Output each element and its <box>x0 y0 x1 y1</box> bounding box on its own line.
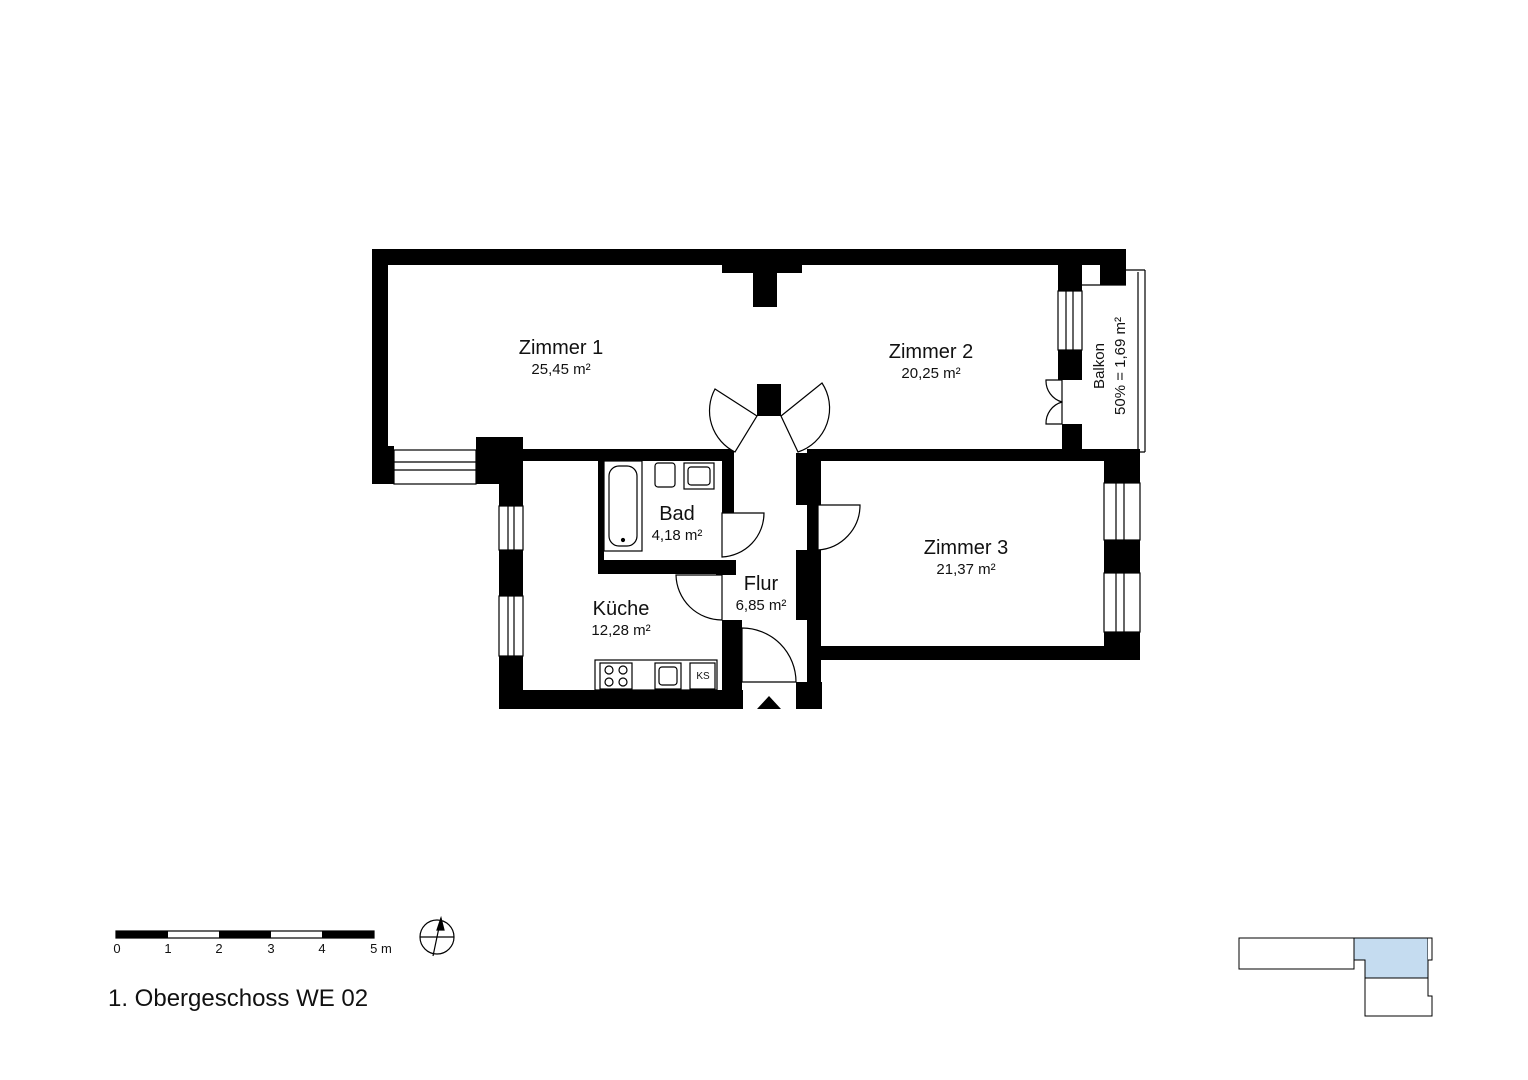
room-name-zimmer-1: Zimmer 1 <box>519 337 603 359</box>
room-area-zimmer-3: 21,37 m² <box>936 561 995 578</box>
room-area-flur: 6,85 m² <box>736 597 787 614</box>
scale-bar <box>115 930 375 939</box>
room-name-bad: Bad <box>659 503 695 525</box>
room-name-kueche: Küche <box>593 598 650 620</box>
washbasin <box>683 462 715 490</box>
walls <box>372 249 1140 709</box>
room-area-bad: 4,18 m² <box>652 527 703 544</box>
kitchen-counter <box>594 659 718 691</box>
room-name-zimmer-2: Zimmer 2 <box>889 341 973 363</box>
scale-label: 4 <box>318 941 325 956</box>
room-area-balkon: 50% = 1,69 m² <box>1112 317 1129 415</box>
key-plan <box>1238 937 1433 1017</box>
scale-bar-labels: 0 1 2 3 4 5 m <box>113 941 391 956</box>
room-name-flur: Flur <box>744 573 779 595</box>
scale-label: 1 <box>164 941 171 956</box>
north-arrow-icon <box>419 915 455 957</box>
room-name-balkon: Balkon <box>1091 343 1108 389</box>
bathtub <box>603 460 643 552</box>
scale-label: 3 <box>267 941 274 956</box>
plan-caption: 1. Obergeschoss WE 02 <box>108 985 368 1012</box>
ks-label: KS <box>696 671 710 682</box>
scale-label: 0 <box>113 941 120 956</box>
doors <box>675 379 1063 683</box>
scale-label: 5 m <box>370 941 392 956</box>
room-area-zimmer-1: 25,45 m² <box>531 361 590 378</box>
toilet <box>654 462 676 488</box>
scale-label: 2 <box>215 941 222 956</box>
room-area-zimmer-2: 20,25 m² <box>901 365 960 382</box>
room-area-kueche: 12,28 m² <box>591 622 650 639</box>
room-name-zimmer-3: Zimmer 3 <box>924 537 1008 559</box>
windows <box>393 269 1146 657</box>
entrance-marker-icon <box>757 696 781 709</box>
